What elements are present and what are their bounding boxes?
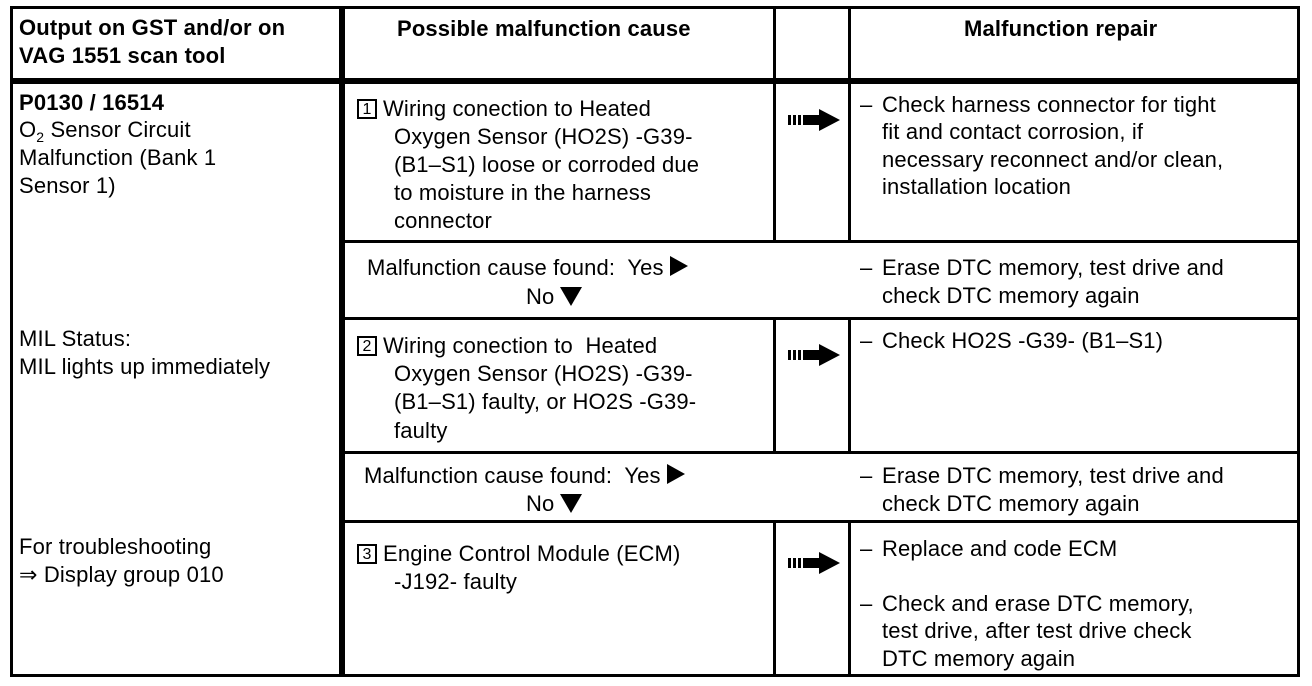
repair-3b-line-1: Check and erase DTC memory, [882,591,1194,616]
sensor-subscript: 2 [36,129,45,145]
repair-1-line-2: fit and contact corrosion, if [882,119,1144,144]
found-1-label: Malfunction cause found: Yes [367,254,688,282]
step-number-box: 2 [357,336,377,356]
arrow-right-icon [788,344,840,366]
step-number-box: 3 [357,544,377,564]
mil-status-value: MIL lights up immediately [19,354,271,379]
mil-status-label: MIL Status: [19,326,132,351]
triangle-down-icon [560,287,583,306]
cause-3-line-2: -J192- faulty [394,569,518,594]
repair-3a-dash: – [860,536,873,561]
header-repair: Malfunction repair [964,16,1158,41]
fault-code: P0130 / 16514 [19,90,165,115]
arrow-col-left-row1 [773,84,776,241]
table-left-border [10,6,13,677]
repair-2-dash: – [860,328,873,353]
cause-2-line-3: (B1–S1) faulty, or HO2S -G39- [394,389,697,414]
table-top-border [10,6,1300,9]
fault-desc-line-2: Sensor 1) [19,173,116,198]
repair-1-line-3: necessary reconnect and/or clean, [882,147,1224,172]
sensor-circuit-title: O2 Sensor Circuit [19,116,191,147]
repair-1-dash: – [860,92,873,117]
cause-1-line-3: (B1–S1) loose or corroded due [394,152,700,177]
found-1-no: No [526,283,583,311]
found-1-action-line-2: check DTC memory again [882,283,1140,308]
found-2-action-line-1: Erase DTC memory, test drive and [882,463,1224,488]
repair-3b-dash: – [860,591,873,616]
cause-2-line-4: faulty [394,418,448,443]
cause-1-line-4: to moisture in the harness [394,180,652,205]
table-bottom-border [10,674,1300,677]
found-2-label: Malfunction cause found: Yes [364,462,685,490]
arrow-col-left-row3 [773,522,776,677]
header-output-line-1: Output on GST and/or on [19,15,286,40]
fault-desc-line-1: Malfunction (Bank 1 [19,145,217,170]
yes-label: Yes [627,255,664,280]
troubleshooting-label: For troubleshooting [19,534,212,559]
found1-bottom-line [339,317,1300,320]
step-number-box: 1 [357,99,377,119]
column-divider-1 [339,6,345,677]
found-2-action-line-2: check DTC memory again [882,491,1140,516]
arrow-right-icon [788,109,840,131]
found-2-dash: – [860,463,873,488]
arrow-col-right-row2 [848,319,851,452]
table-right-border [1297,6,1300,677]
found-1-action-line-1: Erase DTC memory, test drive and [882,255,1224,280]
found-1-dash: – [860,255,873,280]
header-possible-cause: Possible malfunction cause [397,16,691,41]
arrow-col-left-header [773,6,776,84]
cause-2-line-2: Oxygen Sensor (HO2S) -G39- [394,361,693,386]
sensor-rest: Sensor Circuit [44,117,191,142]
arrow-col-left-row2 [773,319,776,452]
row1-bottom-line [339,240,1300,243]
arrow-right-icon [788,552,840,574]
row2-bottom-line [339,451,1300,454]
found-2-no: No [526,490,583,518]
arrow-col-right-row1 [848,84,851,241]
found2-bottom-line [339,520,1300,523]
repair-2-line-1: Check HO2S -G39- (B1–S1) [882,328,1164,353]
display-group-link: ⇒ Display group 010 [19,562,224,587]
arrow-col-right-header [848,6,851,84]
cause-1-line-5: connector [394,208,492,233]
repair-1-line-4: installation location [882,174,1072,199]
no-label: No [526,491,555,516]
repair-3b-line-2: test drive, after test drive check [882,618,1192,643]
sensor-o: O [19,117,37,142]
yes-label: Yes [624,463,661,488]
cause-1-line-2: Oxygen Sensor (HO2S) -G39- [394,124,693,149]
header-output-line-2: VAG 1551 scan tool [19,43,226,68]
triangle-right-icon [669,256,688,276]
repair-3b-line-3: DTC memory again [882,646,1076,671]
no-label: No [526,284,555,309]
repair-3a-line-1: Replace and code ECM [882,536,1118,561]
triangle-down-icon [560,494,583,513]
triangle-right-icon [666,464,685,484]
header-divider [10,78,1300,84]
repair-1-line-1: Check harness connector for tight [882,92,1216,117]
arrow-col-right-row3 [848,522,851,677]
